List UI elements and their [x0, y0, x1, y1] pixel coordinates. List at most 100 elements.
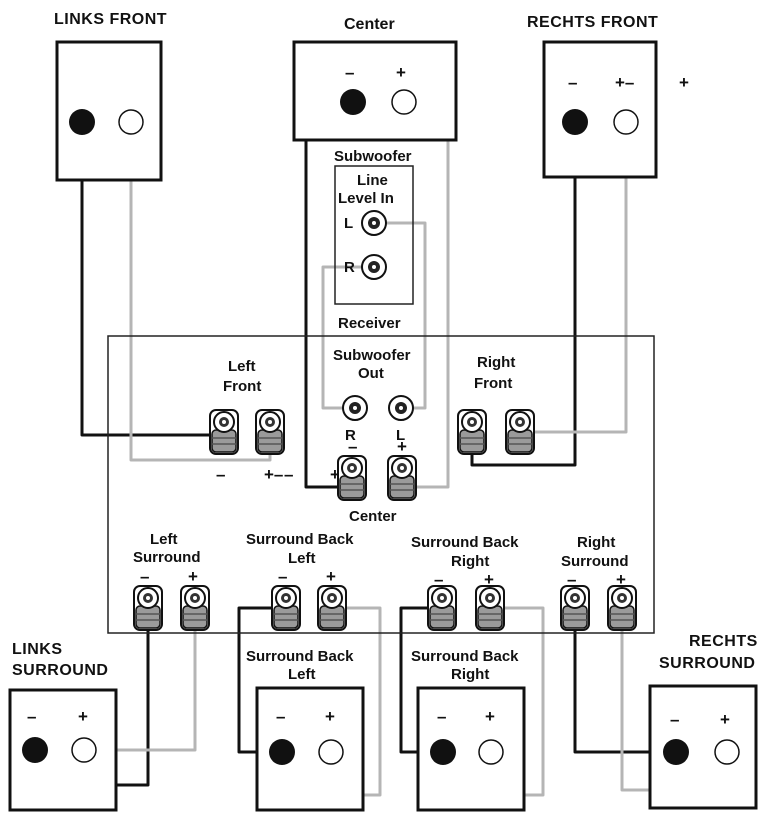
surround-right-minus: – [670, 710, 679, 729]
front-right-neg-terminal[interactable] [562, 109, 588, 135]
center-pos-post[interactable] [387, 455, 417, 501]
left-surround-line2: Surround [133, 549, 201, 566]
left-front-plus: +– [264, 465, 283, 484]
front-left-pos-terminal[interactable] [118, 109, 144, 135]
left-front-pos-post[interactable] [255, 409, 285, 455]
subwoofer-left-jack[interactable] [361, 210, 387, 236]
front-left-box [55, 40, 163, 182]
left-surround-pos-post[interactable] [180, 585, 210, 631]
sbr-neg-post[interactable] [427, 585, 457, 631]
sbl-minus: – [278, 567, 287, 586]
right-front-line1: Right [477, 354, 515, 371]
speaker-front-left: LINKS FRONT [54, 11, 167, 182]
right-surround-plus: + [616, 570, 626, 589]
front-left-title: LINKS FRONT [54, 11, 167, 28]
sub-out-right-jack[interactable] [342, 395, 368, 421]
sub-out-r-label: R [345, 427, 356, 444]
speaker-front-right: RECHTS FRONT – +– + [527, 14, 689, 179]
right-surround-neg-post[interactable] [560, 585, 590, 631]
wire-sub-right [321, 265, 374, 410]
surround-back-left-pos-terminal[interactable] [318, 739, 344, 765]
center-plus-side: + [330, 465, 340, 484]
left-front-line1: Left [228, 358, 256, 375]
speaker-surround-back-right: Surround Back Right – + [411, 648, 526, 812]
center-plus-top: + [397, 437, 407, 456]
left-front-line2: Front [223, 378, 261, 395]
surround-back-right-pos-terminal[interactable] [478, 739, 504, 765]
surround-back-left-title1: Surround Back [246, 648, 354, 665]
sbl-line2: Left [288, 550, 316, 567]
subwoofer-input-line2: Level In [338, 190, 394, 207]
center-label: Center [349, 508, 397, 525]
wire-front-right-pos [520, 122, 628, 434]
left-surround-line1: Left [150, 531, 178, 548]
surround-right-title1: RECHTS [689, 633, 758, 650]
surround-back-left-minus: – [276, 707, 285, 726]
front-right-pos-terminal[interactable] [613, 109, 639, 135]
subwoofer-left-label: L [344, 215, 353, 232]
right-front-pos-post[interactable] [505, 409, 535, 455]
sub-out-line1: Subwoofer [333, 347, 411, 364]
speaker-surround-left: LINKS SURROUND – + [8, 641, 118, 812]
center-neg-post[interactable] [337, 455, 367, 501]
center-neg-terminal[interactable] [340, 89, 366, 115]
subwoofer-right-label: R [344, 259, 355, 276]
surround-left-neg-terminal[interactable] [22, 737, 48, 763]
left-front-neg-post[interactable] [209, 409, 239, 455]
left-surround-neg-post[interactable] [133, 585, 163, 631]
sbr-plus: + [484, 570, 494, 589]
left-surround-minus: – [140, 567, 149, 586]
surround-back-left-title2: Left [288, 666, 316, 683]
center-minus-side: – [284, 465, 293, 484]
front-right-box [542, 40, 658, 179]
speaker-center: Center – + [292, 16, 458, 142]
center-pos-terminal[interactable] [391, 89, 417, 115]
surround-right-neg-terminal[interactable] [663, 739, 689, 765]
front-right-extra-plus: + [679, 73, 689, 92]
center-box [292, 40, 458, 142]
sbl-plus: + [326, 567, 336, 586]
subwoofer: Subwoofer Line Level In L R [334, 148, 414, 305]
surround-back-right-minus: – [437, 707, 446, 726]
surround-back-right-title2: Right [451, 666, 489, 683]
right-surround-pos-post[interactable] [607, 585, 637, 631]
sbr-pos-post[interactable] [475, 585, 505, 631]
center-plus-label: + [396, 63, 406, 82]
sbr-line1: Surround Back [411, 534, 519, 551]
surround-left-pos-terminal[interactable] [71, 737, 97, 763]
sub-out-left-jack[interactable] [388, 395, 414, 421]
surround-right-plus: + [720, 710, 730, 729]
receiver-panel [107, 335, 655, 634]
surround-back-right-plus: + [485, 707, 495, 726]
subwoofer-right-jack[interactable] [361, 254, 387, 280]
wire-front-left-neg [80, 122, 218, 437]
sbr-minus: – [434, 570, 443, 589]
right-surround-line1: Right [577, 534, 615, 551]
front-right-minus-label: – [568, 73, 577, 92]
sbl-line1: Surround Back [246, 531, 354, 548]
receiver-title: Receiver [338, 315, 401, 332]
speaker-surround-right: RECHTS SURROUND – + [648, 633, 758, 810]
surround-back-right-neg-terminal[interactable] [430, 739, 456, 765]
sub-out-l-label: L [396, 427, 405, 444]
surround-right-pos-terminal[interactable] [714, 739, 740, 765]
wire-surround-right-neg [573, 608, 676, 754]
subwoofer-input-line1: Line [357, 172, 388, 189]
surround-left-plus: + [78, 707, 88, 726]
speaker-surround-back-left: Surround Back Left – + [246, 648, 365, 812]
front-right-plus-label: +– [615, 73, 634, 92]
sub-out-line2: Out [358, 365, 384, 382]
center-minus-top: – [348, 437, 357, 456]
surround-back-left-neg-terminal[interactable] [269, 739, 295, 765]
subwoofer-input-box [334, 165, 414, 305]
wire-surround-left-pos [84, 608, 197, 752]
receiver: Receiver Subwoofer Out R L Left Front – … [133, 315, 637, 631]
front-left-neg-terminal[interactable] [69, 109, 95, 135]
sbl-neg-post[interactable] [271, 585, 301, 631]
right-surround-line2: Surround [561, 553, 629, 570]
surround-left-minus: – [27, 707, 36, 726]
front-right-title: RECHTS FRONT [527, 14, 658, 31]
sbl-pos-post[interactable] [317, 585, 347, 631]
right-front-neg-post[interactable] [457, 409, 487, 455]
